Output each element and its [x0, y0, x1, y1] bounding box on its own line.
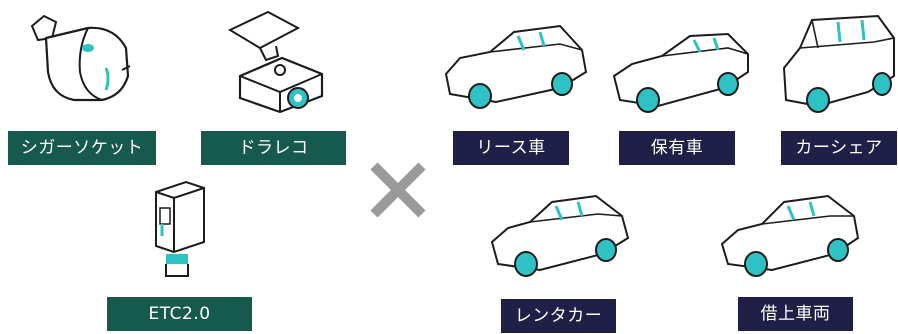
multiply-icon — [370, 162, 426, 218]
device-label-dashcam: ドラレコ — [201, 131, 346, 165]
sports-car-icon — [612, 32, 749, 113]
vehicle-label-lease: リース車 — [453, 131, 569, 165]
dashcam-icon — [227, 10, 324, 114]
etc-unit-icon — [155, 180, 205, 277]
device-label-cigar-socket: シガーソケット — [8, 131, 156, 165]
device-label-etc: ETC2.0 — [107, 297, 252, 331]
vehicle-label-owned: 保有車 — [619, 131, 735, 165]
sedan-car-icon — [444, 24, 588, 109]
cigar-socket-icon — [30, 14, 131, 102]
vehicle-label-carshare: カーシェア — [781, 131, 897, 165]
vehicle-label-leased-vehicle: 借上車両 — [738, 297, 853, 331]
suv-car-icon — [782, 14, 895, 113]
vehicle-label-rental: レンタカー — [501, 299, 616, 333]
classic-sedan-icon — [720, 194, 860, 277]
rental-sedan-icon — [490, 194, 630, 277]
